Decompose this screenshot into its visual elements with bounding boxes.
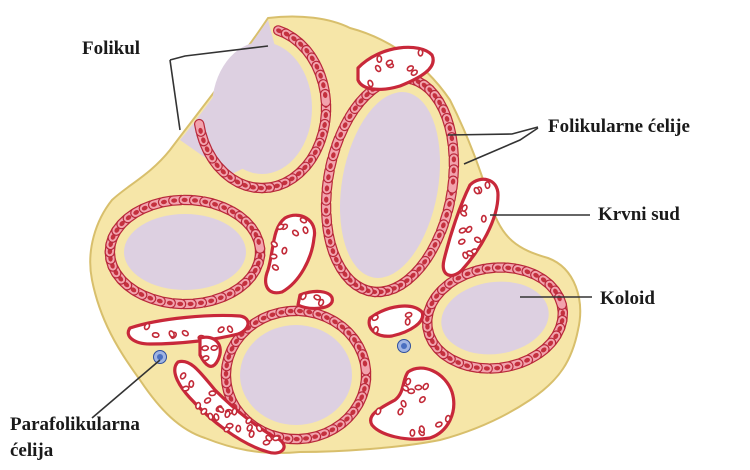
- label-parafolikularna-line1: Parafolikularna: [10, 414, 140, 436]
- red-blood-cell: [195, 402, 201, 409]
- follicular-cell: [320, 89, 331, 107]
- red-blood-cell: [377, 56, 382, 63]
- parafollicular-cell: [398, 340, 411, 353]
- red-blood-cell: [445, 415, 451, 422]
- red-blood-cell: [485, 182, 490, 189]
- red-blood-cell: [272, 435, 279, 441]
- red-blood-cell: [418, 49, 423, 55]
- red-blood-cell: [202, 346, 209, 351]
- label-folikul: Folikul: [82, 38, 140, 60]
- colloid: [124, 214, 246, 290]
- red-blood-cell: [270, 254, 276, 259]
- red-blood-cell: [415, 385, 422, 390]
- red-blood-cell: [236, 425, 241, 431]
- label-koloid: Koloid: [600, 288, 655, 310]
- red-blood-cell: [226, 423, 233, 428]
- colloid: [212, 42, 312, 174]
- red-blood-cell: [209, 391, 216, 396]
- label-parafolikularna-line2: ćelija: [10, 440, 53, 462]
- label-krvni-sud: Krvni sud: [598, 204, 680, 226]
- colloid: [240, 325, 352, 425]
- vessel-center-small: [298, 291, 332, 308]
- red-blood-cell: [282, 247, 288, 254]
- red-blood-cell: [410, 430, 415, 437]
- follicle-top-left: [194, 24, 331, 193]
- red-blood-cell: [405, 312, 412, 318]
- red-blood-cell: [481, 216, 486, 223]
- red-blood-cell: [405, 318, 410, 325]
- follicular-cell: [447, 176, 458, 194]
- red-blood-cell: [211, 345, 218, 351]
- vessel-left-down: [200, 337, 220, 366]
- red-blood-cell: [189, 381, 194, 388]
- red-blood-cell: [373, 326, 379, 333]
- label-folikularne-celije: Folikularne ćelije: [548, 116, 690, 138]
- red-blood-cell: [152, 332, 159, 337]
- leader-folikul-down: [170, 60, 180, 130]
- red-blood-cell: [182, 386, 189, 392]
- parafollicular-cell: [154, 351, 167, 364]
